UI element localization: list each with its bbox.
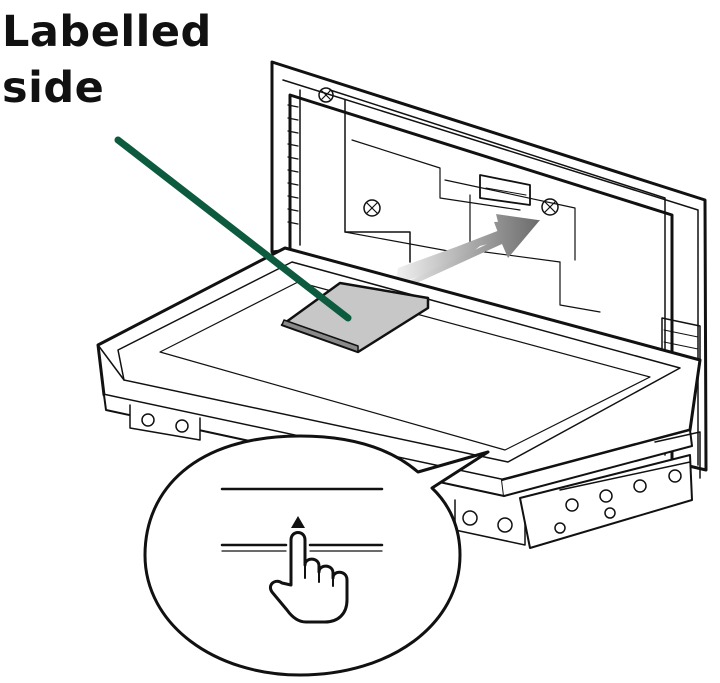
hinge-mechanism — [129, 404, 701, 549]
chassis-frame — [270, 60, 708, 472]
caption-line-2: side — [2, 63, 105, 113]
pointing-hand-icon — [268, 531, 349, 624]
screw-icon — [318, 87, 334, 103]
leader-line — [114, 136, 352, 322]
labelled-side-caption: Labelled side — [2, 4, 212, 116]
sd-card-icon — [280, 281, 430, 354]
zoom-callout — [143, 434, 490, 677]
eject-icon — [291, 516, 305, 528]
sd-card-slot — [479, 174, 531, 206]
screw-icon — [541, 198, 559, 216]
caption-line-1: Labelled — [2, 7, 212, 57]
screw-icon — [363, 199, 381, 217]
